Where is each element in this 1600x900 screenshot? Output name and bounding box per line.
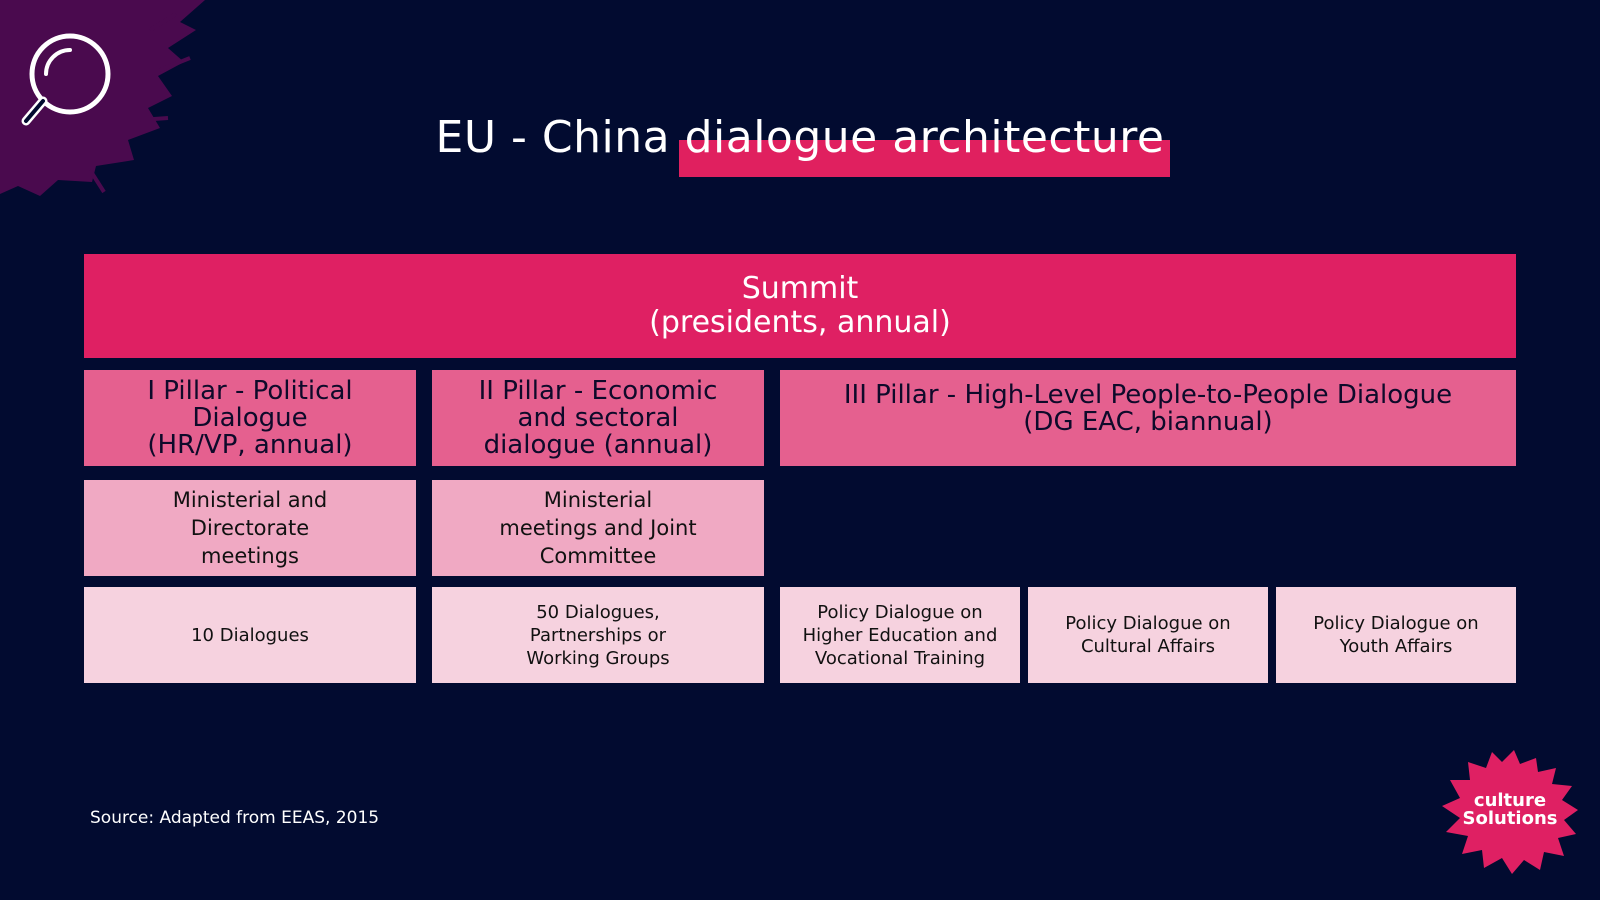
culture-solutions-logo: culture Solutions (1440, 748, 1580, 876)
dialogues-10-box: 10 Dialogues (84, 587, 416, 683)
title-highlight: dialogue architecture (678, 112, 1171, 177)
dialogue-higher-education-box: Policy Dialogue on Higher Education and … (780, 587, 1020, 683)
dialogue-youth-affairs-box: Policy Dialogue on Youth Affairs (1276, 587, 1516, 683)
pillar-people-to-people-box: III Pillar - High-Level People-to-People… (780, 370, 1516, 466)
pillar-economic-box: II Pillar - Economic and sectoral dialog… (432, 370, 764, 466)
dialogues-50-box: 50 Dialogues, Partnerships or Working Gr… (432, 587, 764, 683)
page-title: EU - China dialogue architecture (0, 112, 1600, 177)
ministerial-directorate-box: Ministerial and Directorate meetings (84, 480, 416, 576)
logo-splash (1442, 750, 1578, 874)
logo-text: culture Solutions (1462, 790, 1558, 829)
dialogue-cultural-affairs-box: Policy Dialogue on Cultural Affairs (1028, 587, 1268, 683)
title-highlight-text: dialogue architecture (684, 112, 1165, 163)
ministerial-joint-committee-box: Ministerial meetings and Joint Committee (432, 480, 764, 576)
source-note: Source: Adapted from EEAS, 2015 (90, 808, 380, 828)
summit-box: Summit (presidents, annual) (84, 254, 1516, 358)
pillar-political-box: I Pillar - Political Dialogue (HR/VP, an… (84, 370, 416, 466)
magnifier-icon (21, 33, 111, 126)
title-plain: EU - China (435, 112, 685, 163)
